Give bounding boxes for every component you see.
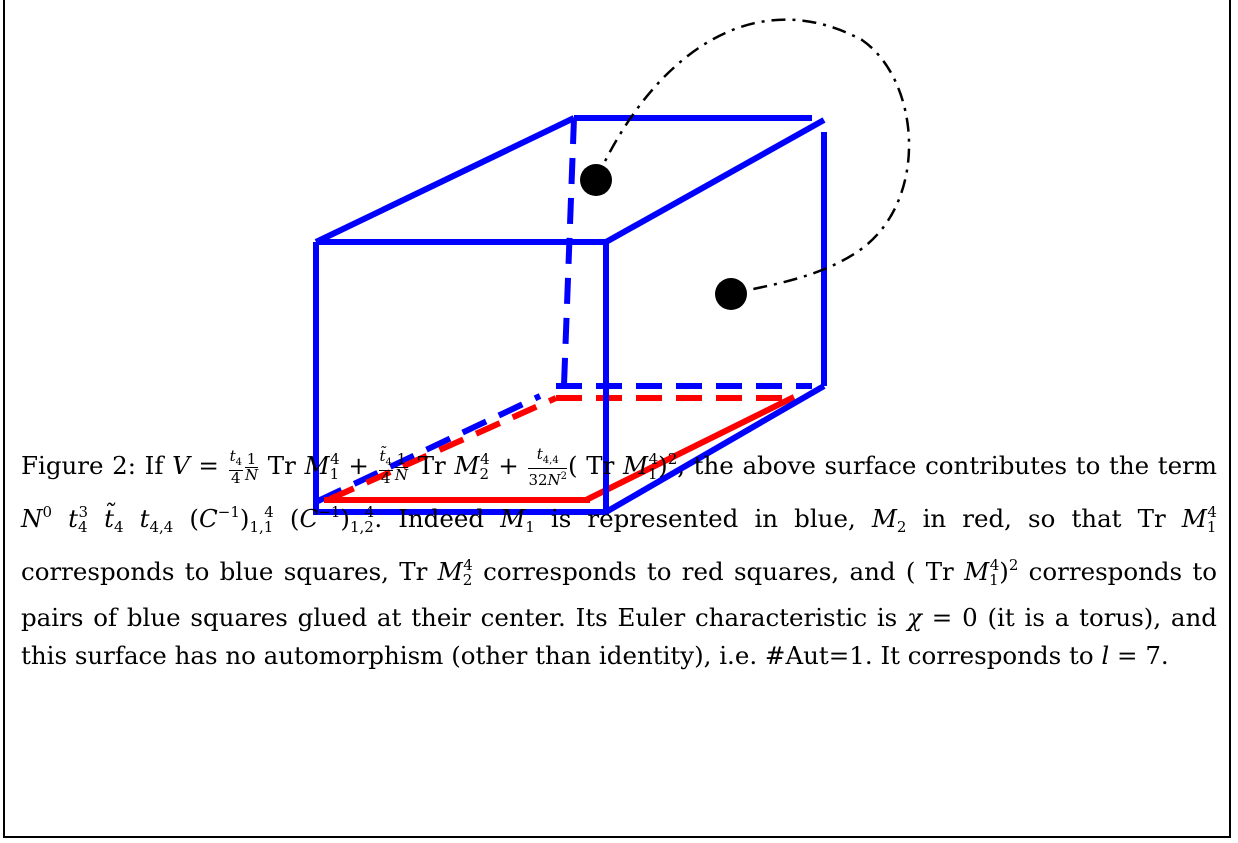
hidden-left-bottom-edge-blue [316,393,542,504]
blue-right-bottom-edge [604,383,826,515]
glue-curve [594,18,911,296]
hidden-left-bottom-edge-red [328,395,558,502]
glue-point-top [580,164,612,196]
caption-label: Figure 2: [21,451,136,480]
hidden-vertical-edge [561,117,577,386]
glue-point-side [715,278,747,310]
figure-frame [3,0,1231,838]
blue-top-right-edge [604,117,826,245]
blue-top-left-edge [314,115,576,245]
red-right-bottom-edge [584,394,796,503]
